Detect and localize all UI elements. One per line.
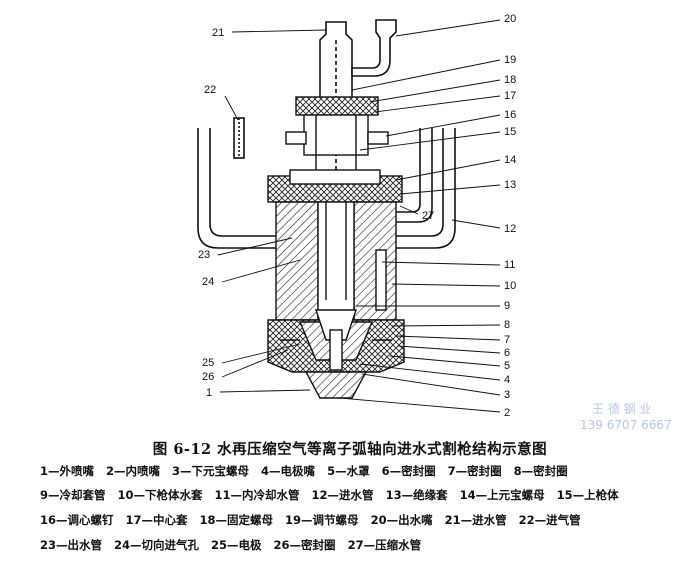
legend-item: 1—外喷嘴 (40, 464, 95, 478)
legend-item: 14—上元宝螺母 (459, 488, 545, 502)
legend-item: 15—上枪体 (556, 488, 619, 502)
legend-item: 11—内冷却水管 (214, 488, 300, 502)
callout-9: 9 (504, 300, 510, 312)
legend-item: 19—调节螺母 (285, 513, 359, 527)
callout-8: 8 (504, 319, 510, 331)
legend-item: 5—水罩 (327, 464, 370, 478)
side-pipes (197, 117, 456, 249)
legend-row-3: 16—调心螺钉 17—中心套 18—固定螺母 19—调节螺母 20—出水嘴 21—进水管 2… (40, 512, 680, 528)
callout-10: 10 (504, 280, 516, 292)
callout-17: 17 (504, 90, 516, 102)
callout-13: 13 (504, 179, 516, 191)
callout-14: 14 (504, 154, 516, 166)
legend-item: 22—进气管 (518, 513, 581, 527)
nozzle-assembly (267, 309, 405, 399)
watermark-phone: 139 6707 6667 (580, 418, 672, 432)
legend-item: 18—固定螺母 (199, 513, 274, 527)
legend-item: 2—内喷嘴 (106, 464, 161, 478)
legend-item: 17—中心套 (125, 513, 188, 527)
callout-18: 18 (504, 74, 516, 86)
callout-22: 22 (204, 84, 216, 96)
callout-25: 25 (202, 357, 214, 369)
legend-item: 24—切向进气孔 (114, 538, 200, 552)
legend-item: 20—出水嘴 (370, 513, 433, 527)
lower-body (275, 201, 397, 321)
callout-numbers: 1 2 3 4 5 6 7 8 9 10 11 12 13 14 15 16 1… (198, 13, 516, 419)
top-tubes (319, 19, 397, 310)
callout-15: 15 (504, 126, 516, 138)
legend-item: 27—压缩水管 (347, 538, 422, 552)
figure-caption: 图 6-12 水再压缩空气等离子弧轴向进水式割枪结构示意图 (152, 441, 548, 458)
legend-item: 16—调心螺钉 (40, 513, 114, 527)
legend-item: 13—绝缘套 (385, 488, 448, 502)
callout-24: 24 (202, 276, 214, 288)
insulation-block (267, 169, 403, 203)
upper-body (285, 96, 389, 176)
legend-item: 21—进水管 (444, 513, 507, 527)
legend-item: 3—下元宝螺母 (172, 464, 250, 478)
legend-item: 25—电极 (211, 538, 262, 552)
watermark-name: 王 德 钢 业 (592, 402, 652, 416)
callout-5: 5 (504, 360, 510, 372)
callout-12: 12 (504, 223, 516, 235)
callout-1: 1 (206, 387, 212, 399)
callout-11: 11 (504, 259, 515, 271)
callout-4: 4 (504, 374, 510, 386)
callout-3: 3 (504, 389, 510, 401)
legend-item: 12—进水管 (311, 488, 374, 502)
legend-item: 26—密封圈 (273, 538, 336, 552)
callout-2: 2 (504, 407, 510, 419)
legend-item: 4—电极嘴 (261, 464, 316, 478)
legend-row-2: 9—冷却套管 10—下枪体水套 11—内冷却水管 12—进水管 13—绝缘套 14—上元宝… (40, 487, 680, 503)
callout-27: 27 (422, 210, 434, 222)
torch-diagram: 1 2 3 4 5 6 7 8 9 10 11 12 13 14 15 16 1… (197, 13, 516, 419)
legend-item: 6—密封圈 (381, 464, 436, 478)
callout-20: 20 (504, 13, 516, 25)
legend-item: 10—下枪体水套 (117, 488, 203, 502)
callout-6: 6 (504, 347, 510, 359)
legend-row-1: 1—外喷嘴 2—内喷嘴 3—下元宝螺母 4—电极嘴 5—水罩 6—密封圈 7—密封圈 8—密封… (40, 463, 680, 479)
legend-item: 8—密封圈 (513, 464, 568, 478)
legend-item: 23—出水管 (40, 538, 103, 552)
callout-16: 16 (504, 109, 516, 121)
callout-26: 26 (202, 371, 214, 383)
legend-item: 9—冷却套管 (40, 488, 106, 502)
callout-19: 19 (504, 54, 516, 66)
callout-7: 7 (504, 334, 510, 346)
callout-21: 21 (212, 27, 224, 39)
callout-23: 23 (198, 249, 210, 261)
legend-item: 7—密封圈 (447, 464, 502, 478)
leader-lines (217, 19, 501, 413)
legend-row-4: 23—出水管 24—切向进气孔 25—电极 26—密封圈 27—压缩水管 (40, 537, 680, 553)
